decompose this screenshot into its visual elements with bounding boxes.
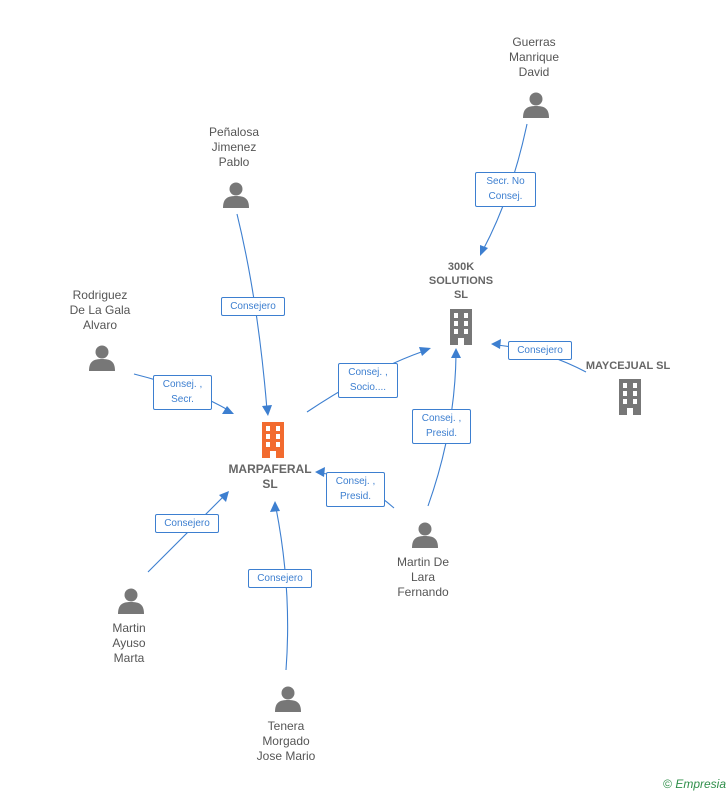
node-label-marpaferal[interactable]: MARPAFERAL SL xyxy=(228,462,312,491)
person-icon[interactable] xyxy=(89,345,115,372)
person-icon[interactable] xyxy=(412,522,438,549)
edge-label-lara-marpaferal[interactable]: Consej. , Presid. xyxy=(326,472,385,507)
node-label-300k-solutions[interactable]: 300K SOLUTIONS SL xyxy=(428,261,494,301)
arrowhead-300k-guerras xyxy=(480,245,488,256)
edge-label-lara-300k[interactable]: Consej. , Presid. xyxy=(412,409,471,444)
node-label-rodriguez[interactable]: Rodriguez De La Gala Alvaro xyxy=(69,288,131,332)
arrowhead-300k-lara xyxy=(451,348,461,358)
edge-label-penalosa-marpaferal[interactable]: Consejero xyxy=(221,297,285,316)
edge-tenera-marpaferal xyxy=(275,507,289,671)
edge-label-guerras-300k[interactable]: Secr. No Consej. xyxy=(475,172,536,207)
node-label-martin-ayuso[interactable]: Martin Ayuso Marta xyxy=(112,621,146,665)
arrowhead-300k-maycejual xyxy=(491,339,501,349)
node-label-penalosa[interactable]: Peñalosa Jimenez Pablo xyxy=(208,125,260,169)
node-label-guerras[interactable]: Guerras Manrique David xyxy=(508,35,560,79)
building-icon[interactable] xyxy=(619,379,641,415)
edge-label-marpaferal-300k[interactable]: Consej. , Socio.... xyxy=(338,363,398,398)
edge-label-tenera-marpaferal[interactable]: Consejero xyxy=(248,569,312,588)
copyright-watermark: © Empresia xyxy=(663,777,726,791)
arrowhead-marpaferal-ayuso xyxy=(219,491,229,502)
copyright-symbol: © xyxy=(663,777,672,791)
edge-label-ayuso-marpaferal[interactable]: Consejero xyxy=(155,514,219,533)
edge-label-maycejual-300k[interactable]: Consejero xyxy=(508,341,572,360)
node-label-maycejual[interactable]: MAYCEJUAL SL xyxy=(585,360,671,372)
edge-ayuso-marpaferal xyxy=(147,495,225,573)
person-icon[interactable] xyxy=(275,686,301,713)
node-label-tenera[interactable]: Tenera Morgado Jose Mario xyxy=(256,719,316,763)
arrowhead-marpaferal-penalosa xyxy=(262,405,272,416)
arrowhead-marpaferal-rodriguez xyxy=(222,406,234,414)
building-icon[interactable] xyxy=(262,422,284,458)
person-icon[interactable] xyxy=(118,588,144,615)
edge-label-rodriguez-marpaferal[interactable]: Consej. , Secr. xyxy=(153,375,212,410)
person-icon[interactable] xyxy=(523,92,549,119)
brand-name: Empresia xyxy=(675,777,726,791)
arrowhead-marpaferal-tenera xyxy=(270,501,280,512)
building-icon[interactable] xyxy=(450,309,472,345)
node-label-martin-de-lara[interactable]: Martin De Lara Fernando xyxy=(396,555,449,599)
person-icon[interactable] xyxy=(223,182,249,209)
arrowhead-300k-marpaferal xyxy=(419,347,431,356)
arrowhead-marpaferal-lara xyxy=(315,467,325,477)
